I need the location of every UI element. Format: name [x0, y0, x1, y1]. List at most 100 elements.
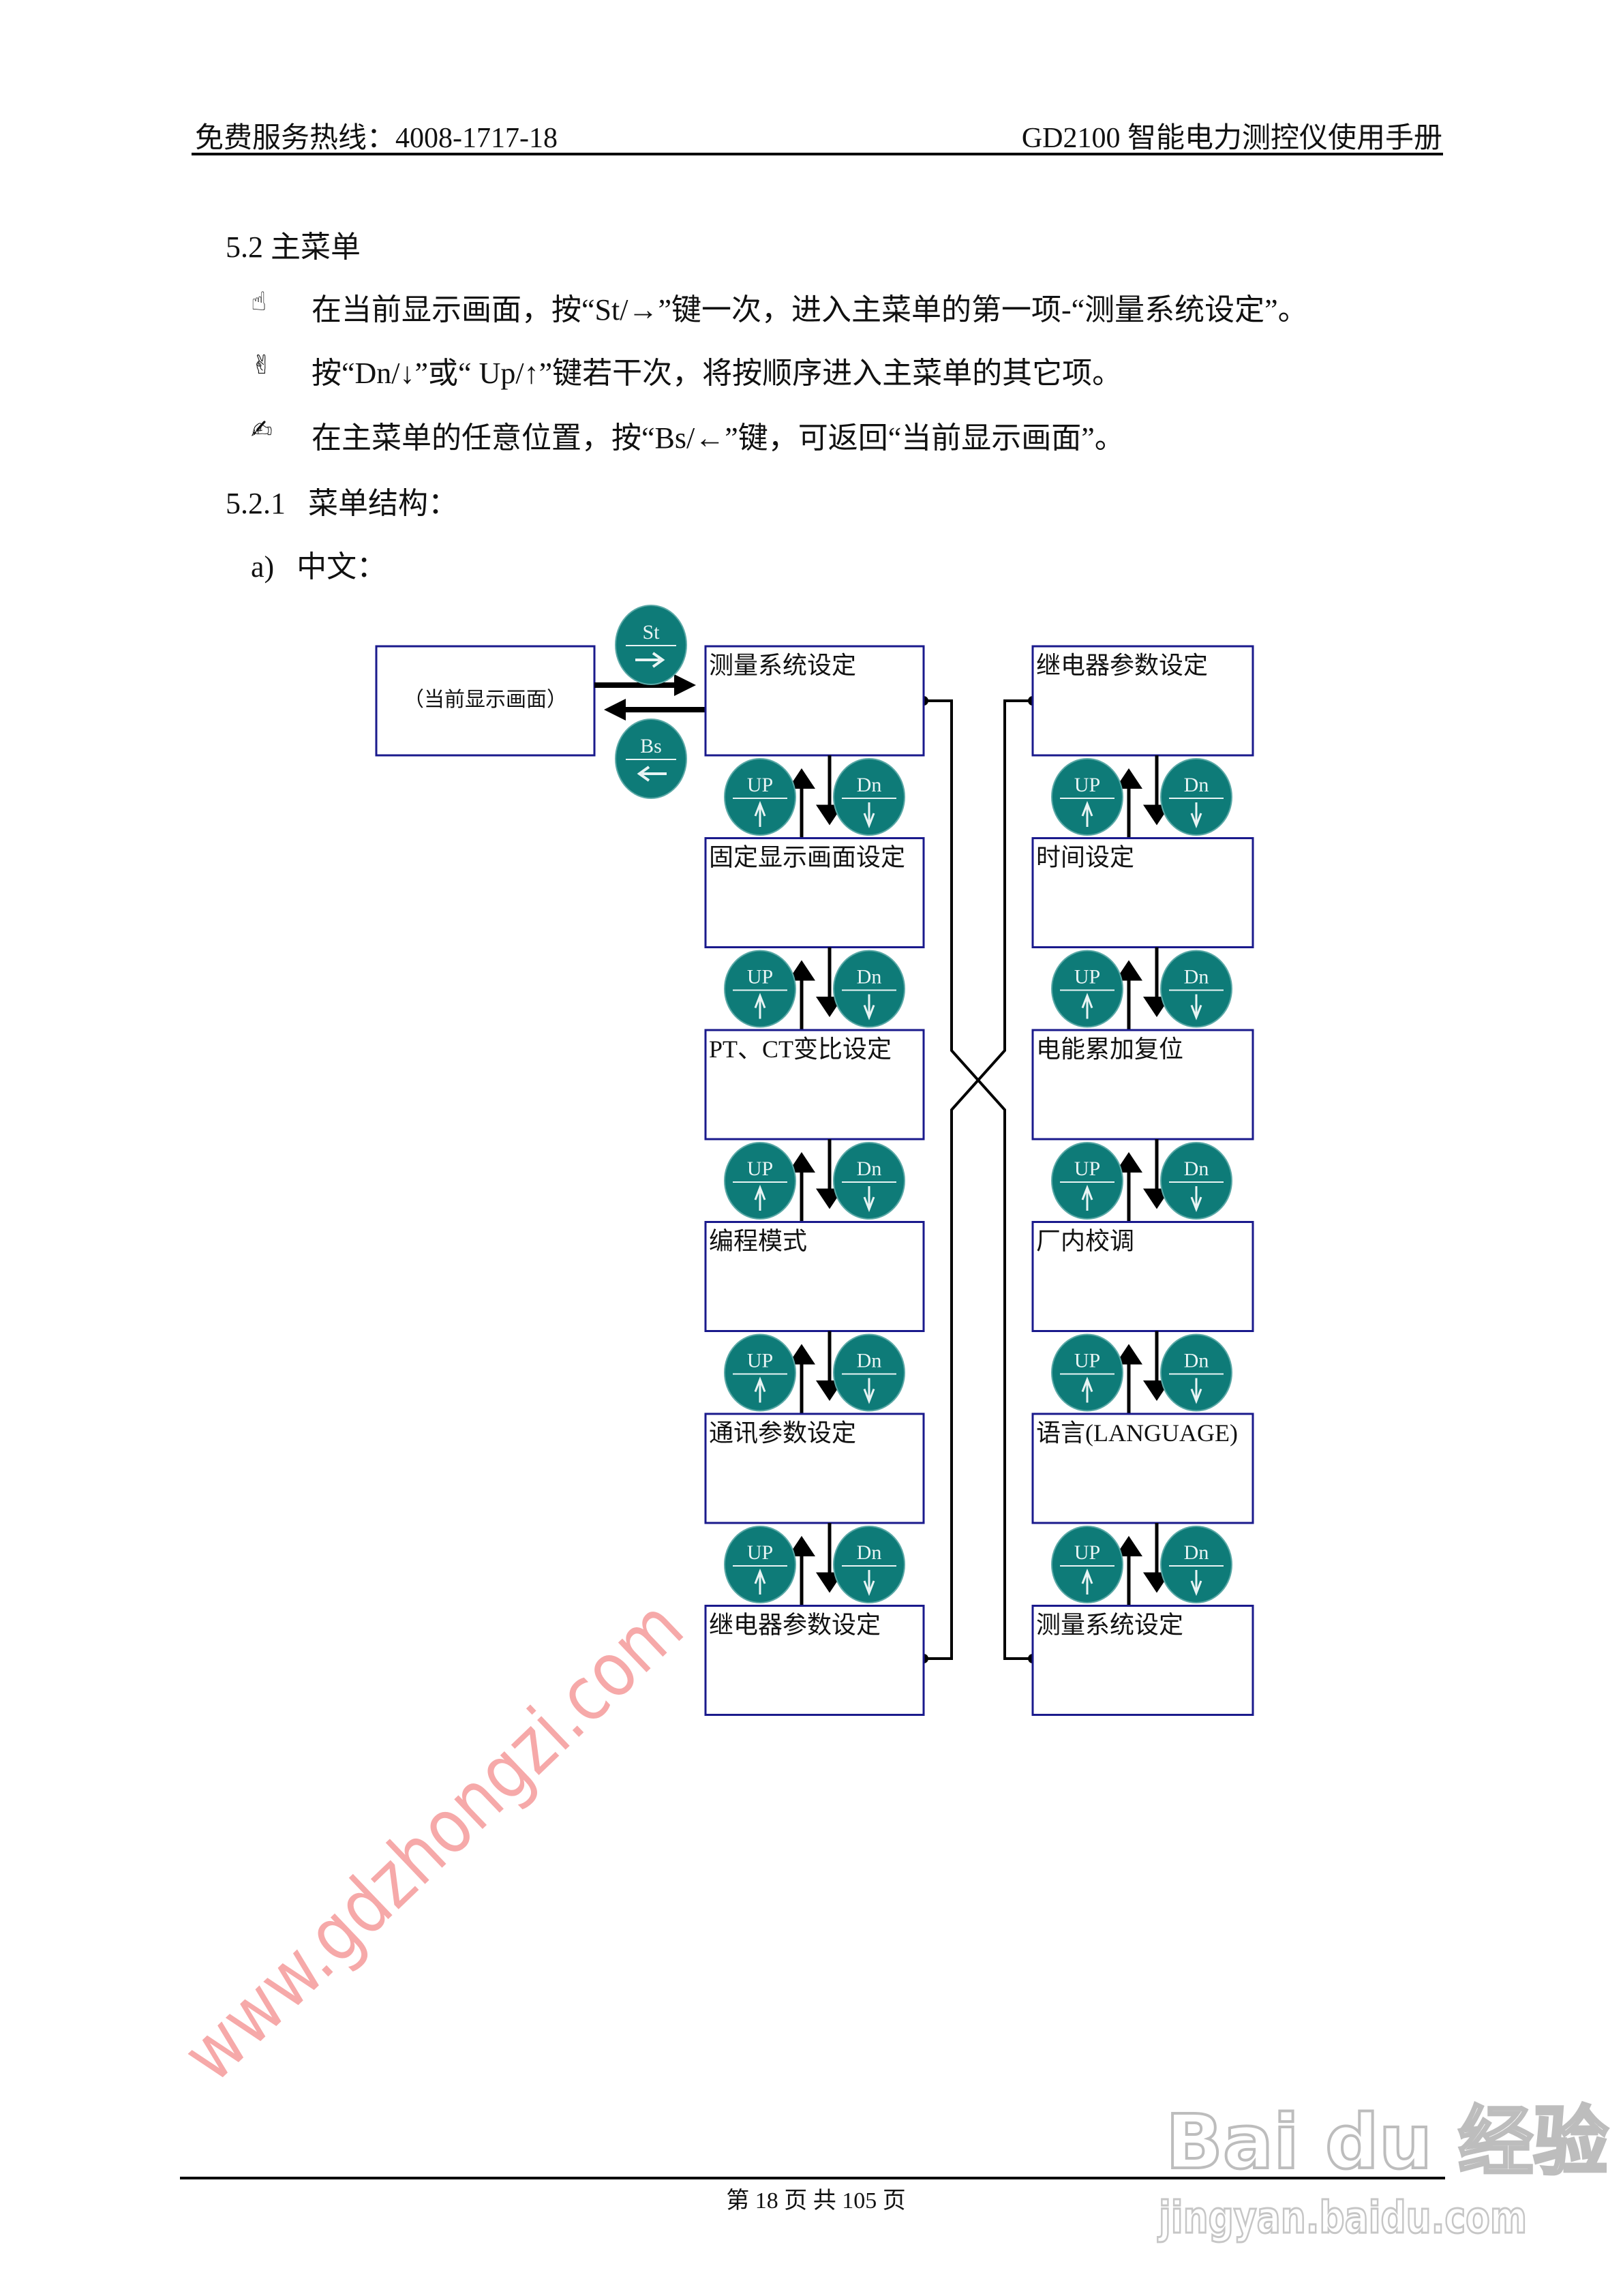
dn-key-label: Dn [1184, 774, 1209, 796]
up-key-label: UP [1074, 1350, 1100, 1372]
wrap-connector-up [924, 699, 1033, 1660]
header-manual-title: GD2100 智能电力测控仪使用手册 [1021, 123, 1442, 154]
arrow-down-icon [863, 1186, 875, 1213]
st-key-button: St [615, 605, 687, 685]
dn-key-label: Dn [1184, 1350, 1209, 1372]
dn-key-label: Dn [857, 966, 882, 988]
up-key-button: UP [1051, 758, 1123, 836]
menu-box [704, 1413, 925, 1524]
menu-box [704, 1221, 925, 1332]
footer-divider [180, 2177, 1445, 2179]
up-key-label: UP [747, 1158, 773, 1180]
menu-box-label: 通讯参数设定 [709, 1419, 856, 1447]
menu-box-label: 编程模式 [709, 1228, 807, 1255]
up-key-label: UP [1074, 966, 1100, 988]
menu-box-label: 测量系统设定 [1036, 1612, 1183, 1639]
up-key-label: UP [1074, 1541, 1100, 1564]
menu-box-label: 继电器参数设定 [1036, 652, 1208, 679]
bs-key-button: Bs [615, 719, 687, 799]
arrow-down-icon [1190, 1570, 1202, 1597]
page-number: 第 18 页 共 105 页 [726, 2188, 906, 2214]
item-label: a) 中文： [251, 550, 387, 584]
arrow-up-icon [1081, 1184, 1093, 1211]
dn-key-button: Dn [833, 1526, 905, 1603]
menu-box [704, 1605, 925, 1716]
menu-box-label: 测量系统设定 [709, 652, 856, 679]
up-key-button: UP [724, 1526, 796, 1603]
up-key-label: UP [747, 1541, 773, 1564]
dn-key-label: Dn [1184, 966, 1209, 988]
arrow-up-icon [1081, 993, 1093, 1019]
menu-box-label: 继电器参数设定 [709, 1612, 881, 1639]
watermark-text: www.gdzhongzi.com [166, 1583, 699, 2098]
dn-key-label: Dn [857, 774, 882, 796]
arrow-up-icon [754, 1184, 766, 1211]
up-key-button: UP [1051, 1333, 1123, 1412]
menu-box-label: 固定显示画面设定 [709, 844, 905, 871]
writing-hand-icon: ✍ [251, 414, 273, 444]
dn-key-button: Dn [833, 1142, 905, 1220]
arrow-up-icon [754, 993, 766, 1019]
menu-box-label: 厂内校调 [1036, 1228, 1134, 1255]
arrow-up-icon [1081, 800, 1093, 827]
arrow-down-icon [863, 994, 875, 1021]
up-key-label: UP [747, 774, 773, 796]
dn-key-label: Dn [857, 1158, 882, 1180]
dn-key-button: Dn [1160, 758, 1232, 836]
arrow-down-icon [1190, 994, 1202, 1021]
dn-key-label: Dn [857, 1541, 882, 1564]
menu-box [1031, 1605, 1254, 1716]
up-key-label: UP [1074, 1158, 1100, 1180]
arrow-up-icon [1081, 1376, 1093, 1403]
bullet-text: 按“Dn/↓”或“ Up/↑”键若干次，将按顺序进入主菜单的其它项。 [312, 357, 1123, 390]
menu-box [704, 645, 925, 757]
dn-key-button: Dn [1160, 1526, 1232, 1603]
up-key-button: UP [1051, 1526, 1123, 1603]
arrow-up-icon [1081, 1568, 1093, 1595]
dn-key-label: Dn [1184, 1158, 1209, 1180]
victory-hand-icon: ✌ [251, 350, 273, 380]
dn-key-button: Dn [1160, 1142, 1232, 1220]
bullet-text: 在主菜单的任意位置，按“Bs/←”键，可返回“当前显示画面”。 [312, 421, 1125, 455]
up-key-label: UP [747, 966, 773, 988]
menu-box-label: PT、CT变比设定 [709, 1036, 892, 1063]
menu-box [704, 837, 925, 948]
current-display-box [375, 645, 596, 757]
dn-key-button: Dn [1160, 1333, 1232, 1412]
bs-key-label: Bs [640, 735, 662, 757]
up-key-button: UP [1051, 1142, 1123, 1220]
pointing-hand-icon: ☝ [251, 286, 267, 316]
menu-box [1031, 1221, 1254, 1332]
arrow-down-icon [863, 802, 875, 829]
dn-key-button: Dn [833, 1333, 905, 1412]
left-arrow-icon [637, 766, 667, 782]
dn-key-button: Dn [833, 758, 905, 836]
header-divider [192, 153, 1443, 155]
subsection-title: 5.2.1 菜单结构： [226, 487, 458, 520]
menu-box [1031, 645, 1254, 757]
section-title: 5.2 主菜单 [226, 230, 361, 264]
dn-key-button: Dn [833, 950, 905, 1028]
arrow-down-icon [1190, 1378, 1202, 1404]
dn-key-label: Dn [1184, 1541, 1209, 1564]
arrow-down-icon [1190, 802, 1202, 829]
logo-url: jingyan.baidu.com [1157, 2193, 1527, 2244]
up-key-button: UP [724, 758, 796, 836]
arrow-up-icon [754, 800, 766, 827]
dn-key-button: Dn [1160, 950, 1232, 1028]
wrap-connector-down [924, 699, 1033, 1660]
menu-box [1031, 837, 1254, 948]
watermark: www.gdzhongzi.com [166, 1583, 699, 2098]
right-arrow-icon [635, 652, 665, 668]
arrow-down-icon [863, 1570, 875, 1597]
up-key-label: UP [747, 1350, 773, 1372]
arrow-down-icon [863, 1378, 875, 1404]
st-key-label: St [642, 621, 660, 644]
baidu-jingyan-logo: Bai du 经验 jingyan.baidu.com [1156, 2097, 1609, 2245]
bullet-text: 在当前显示画面，按“St/→”键一次，进入主菜单的第一项-“测量系统设定”。 [312, 293, 1308, 327]
up-key-button: UP [724, 1142, 796, 1220]
logo-brand: Bai du 经验 [1166, 2098, 1608, 2186]
arrow-up-icon [754, 1376, 766, 1403]
arrow-up-icon [754, 1568, 766, 1595]
